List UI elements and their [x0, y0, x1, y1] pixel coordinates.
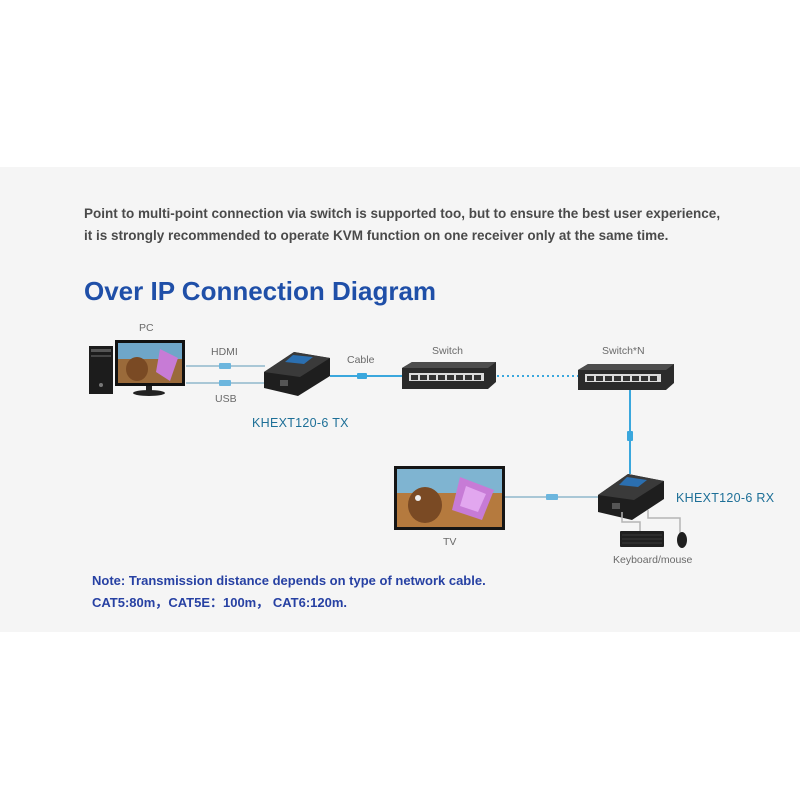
hdmi-cable — [186, 363, 265, 369]
intro-line-2: it is strongly recommended to operate KV… — [84, 228, 669, 243]
switch-label: Switch — [432, 345, 463, 357]
mouse-icon — [677, 532, 687, 548]
rx-device-label: KHEXT120-6 RX — [676, 491, 775, 505]
monitor-icon — [115, 340, 185, 396]
pc-tower-icon — [89, 346, 113, 394]
tv-icon — [394, 466, 505, 530]
switch-icon — [402, 362, 496, 389]
pc-label: PC — [139, 322, 154, 334]
tx-device-label: KHEXT120-6 TX — [252, 416, 349, 430]
keyboard-mouse-label: Keyboard/mouse — [613, 554, 693, 566]
switch-icon — [578, 364, 674, 390]
tx-extender-icon — [264, 352, 330, 396]
hdmi-label: HDMI — [211, 346, 238, 358]
rx-extender-icon — [598, 474, 664, 520]
diagram-panel — [0, 167, 800, 632]
intro-text: Point to multi-point connection via swit… — [84, 203, 784, 247]
usb-cable — [186, 380, 265, 386]
note-line-1: Note: Transmission distance depends on t… — [92, 573, 486, 588]
note-line-2: CAT5:80m，CAT5E：100m， CAT6:120m. — [92, 595, 348, 610]
peripheral-cables — [621, 510, 681, 534]
note-text: Note: Transmission distance depends on t… — [92, 570, 486, 614]
hdmi-cable — [505, 494, 598, 500]
tv-label: TV — [443, 536, 457, 548]
network-cable — [627, 390, 633, 474]
usb-label: USB — [215, 393, 237, 405]
cable-label: Cable — [347, 354, 375, 366]
switch-n-label: Switch*N — [602, 345, 645, 357]
intro-line-1: Point to multi-point connection via swit… — [84, 206, 721, 221]
keyboard-icon — [620, 531, 664, 547]
network-cable — [330, 373, 402, 379]
diagram-title: Over IP Connection Diagram — [84, 276, 437, 306]
